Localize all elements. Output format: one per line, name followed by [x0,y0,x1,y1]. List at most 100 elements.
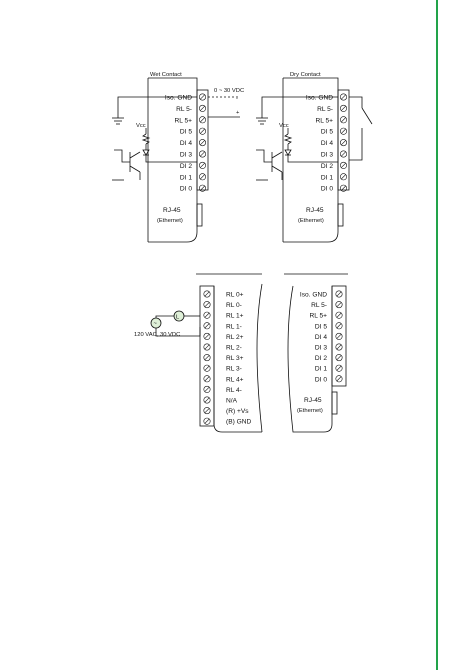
pin-label: (R) +Vs [226,408,249,415]
terminal-screw-slot [341,105,346,111]
pin-label: DI 2 [321,163,333,170]
terminal-screw-slot [341,94,346,100]
terminal-screw-slot [341,140,346,146]
pin-label: RL 5- [176,106,192,113]
pin-label: DI 5 [180,129,192,136]
terminal-screw-slot [204,344,210,350]
pin-label: DI 4 [315,334,327,341]
pin-label: DI 1 [180,174,192,181]
pin-label: Iso. GND [165,95,192,102]
terminal-screws [199,93,347,425]
pin-label: DI 4 [180,140,192,147]
accent-bar [436,0,438,670]
terminal-screw-slot [200,174,205,180]
terminal-screw [203,322,211,330]
pin-label: RL 0- [226,302,242,309]
terminal-screw-slot [341,162,346,168]
terminal-screw [339,139,347,147]
terminal-screw [203,343,211,351]
pin-label: DI 3 [321,152,333,159]
dry-ethernet-label: (Ethernet) [298,218,324,224]
terminal-screw-slot [204,333,210,339]
terminal-screw [203,354,211,362]
pin-label: RL 3+ [226,355,244,362]
right-ethernet-label: (Ethernet) [297,408,323,414]
pin-label: DI 5 [315,323,327,330]
terminal-screw [335,301,343,309]
terminal-screw [339,104,347,112]
terminal-screw-slot [200,185,205,191]
terminal-screw-slot [341,174,346,180]
pin-label: DI 3 [180,152,192,159]
terminal-screw-slot [336,333,342,339]
terminal-screw-slot [200,105,205,111]
pin-label: DI 1 [321,174,333,181]
terminal-screw [335,322,343,330]
relay-module-diagram [150,273,263,433]
pin-label: DI 2 [180,163,192,170]
terminal-screw-slot [336,302,342,308]
pin-label: (B) GND [226,419,252,426]
terminal-screw [199,139,207,147]
wet-contact-title: Wet Contact [150,72,182,78]
terminal-screw [203,311,211,319]
terminal-screw [339,127,347,135]
pin-label: RL 0+ [226,292,244,299]
terminal-screw [199,116,207,124]
terminal-screw-slot [341,128,346,134]
terminal-screw-slot [204,323,210,329]
wet-pin-labels: Iso. GND RL 5- RL 5+ DI 5 DI 4 DI 3 DI 2 DI 1 DI… [165,95,192,193]
terminal-screw [203,396,211,404]
wet-rj45-label: RJ-45 [163,207,181,214]
dry-vcc-label: Vcc [279,123,289,129]
terminal-screw-slot [336,355,342,361]
terminal-screw-slot [336,291,342,297]
relay-pin-labels: RL 0+RL 0-RL 1+RL 1-RL 2+RL 2-RL 3+RL 3-… [226,292,252,426]
pin-label: N/A [226,398,238,405]
terminal-screw-slot [341,117,346,123]
pin-label: RL 3- [226,366,242,373]
pin-label: RL 5- [317,106,333,113]
terminal-screw-slot [204,376,210,382]
pin-label: RL 5+ [174,117,192,124]
terminal-screw [203,375,211,383]
terminal-screw-slot [341,151,346,157]
terminal-screw-slot [204,418,210,424]
terminal-screw-slot [204,386,210,392]
pin-label: Iso. GND [306,95,333,102]
terminal-screw-slot [336,376,342,382]
pin-label: RL 5+ [309,313,327,320]
pin-label: DI 0 [315,376,327,383]
terminal-screw [335,290,343,298]
terminal-screw [199,150,207,158]
terminal-screw-slot [200,151,205,157]
pin-label: Iso. GND [300,292,327,299]
pin-label: RL 1+ [226,313,244,320]
terminal-screw-slot [200,117,205,123]
terminal-screw-slot [204,291,210,297]
plus-label: + [236,110,240,116]
terminal-screw-slot [204,365,210,371]
terminal-screw [203,332,211,340]
pin-label: DI 0 [180,186,192,193]
terminal-screw-slot [204,355,210,361]
dry-rj45-label: RJ-45 [306,207,324,214]
voltage-label: 0 ~ 30 VDC [214,88,244,94]
load-label: L [176,315,180,321]
terminal-screw-slot [341,185,346,191]
pin-label: RL 5+ [315,117,333,124]
supply-label: 120 VAC, 30 VDC [134,332,180,338]
minus-label: - [236,96,238,102]
terminal-screw-slot [204,408,210,414]
pin-label: RL 2+ [226,334,244,341]
terminal-screw [203,407,211,415]
wet-vcc-label: Vcc [136,123,146,129]
source-label: ~ [154,321,158,327]
terminal-screw-slot [200,162,205,168]
terminal-screw [199,127,207,135]
pin-label: DI 2 [315,355,327,362]
terminal-screw [199,104,207,112]
terminal-screw [199,173,207,181]
dry-contact-title: Dry Contact [290,72,321,78]
